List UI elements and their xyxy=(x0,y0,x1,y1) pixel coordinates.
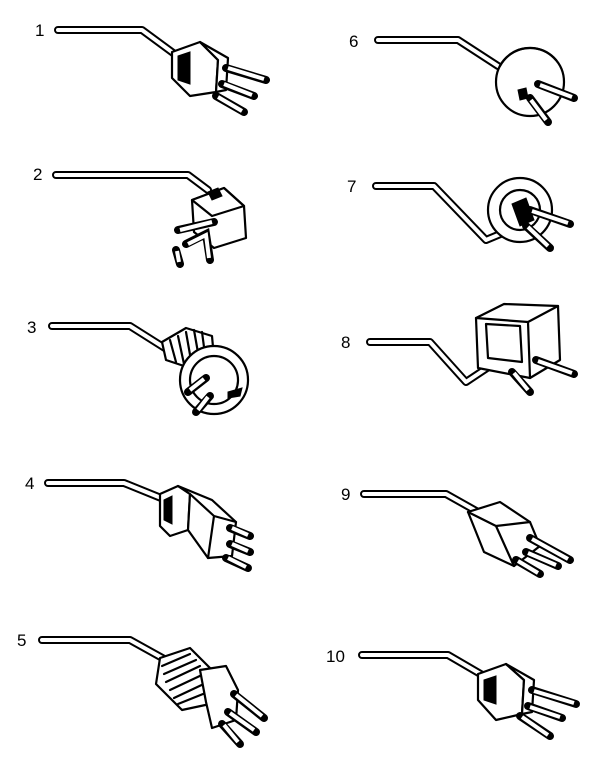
plug-2-label: 2 xyxy=(33,165,42,184)
plug-10: 10 xyxy=(326,647,580,740)
plug-3-label: 3 xyxy=(27,318,36,337)
plug-8: 8 xyxy=(341,302,578,396)
plug-7-label: 7 xyxy=(347,177,356,196)
plug-8-label: 8 xyxy=(341,333,350,352)
plug-9: 9 xyxy=(341,485,574,578)
plug-3: 3 xyxy=(27,318,250,416)
plug-9-label: 9 xyxy=(341,485,350,504)
plug-7: 7 xyxy=(347,176,574,252)
plug-5: 5 xyxy=(17,631,268,748)
plug-4-body xyxy=(176,484,238,560)
plug-2-cord xyxy=(52,171,212,194)
plug-4-label: 4 xyxy=(25,474,34,493)
plug-2: 2 xyxy=(33,165,248,268)
plug-6-label: 6 xyxy=(349,32,358,51)
plug-5-label: 5 xyxy=(17,631,26,650)
plug-4: 4 xyxy=(25,474,254,572)
plug-1: 1 xyxy=(35,21,270,116)
plug-6: 6 xyxy=(349,32,578,126)
plug-1-label: 1 xyxy=(35,21,44,40)
plug-10-label: 10 xyxy=(326,647,345,666)
